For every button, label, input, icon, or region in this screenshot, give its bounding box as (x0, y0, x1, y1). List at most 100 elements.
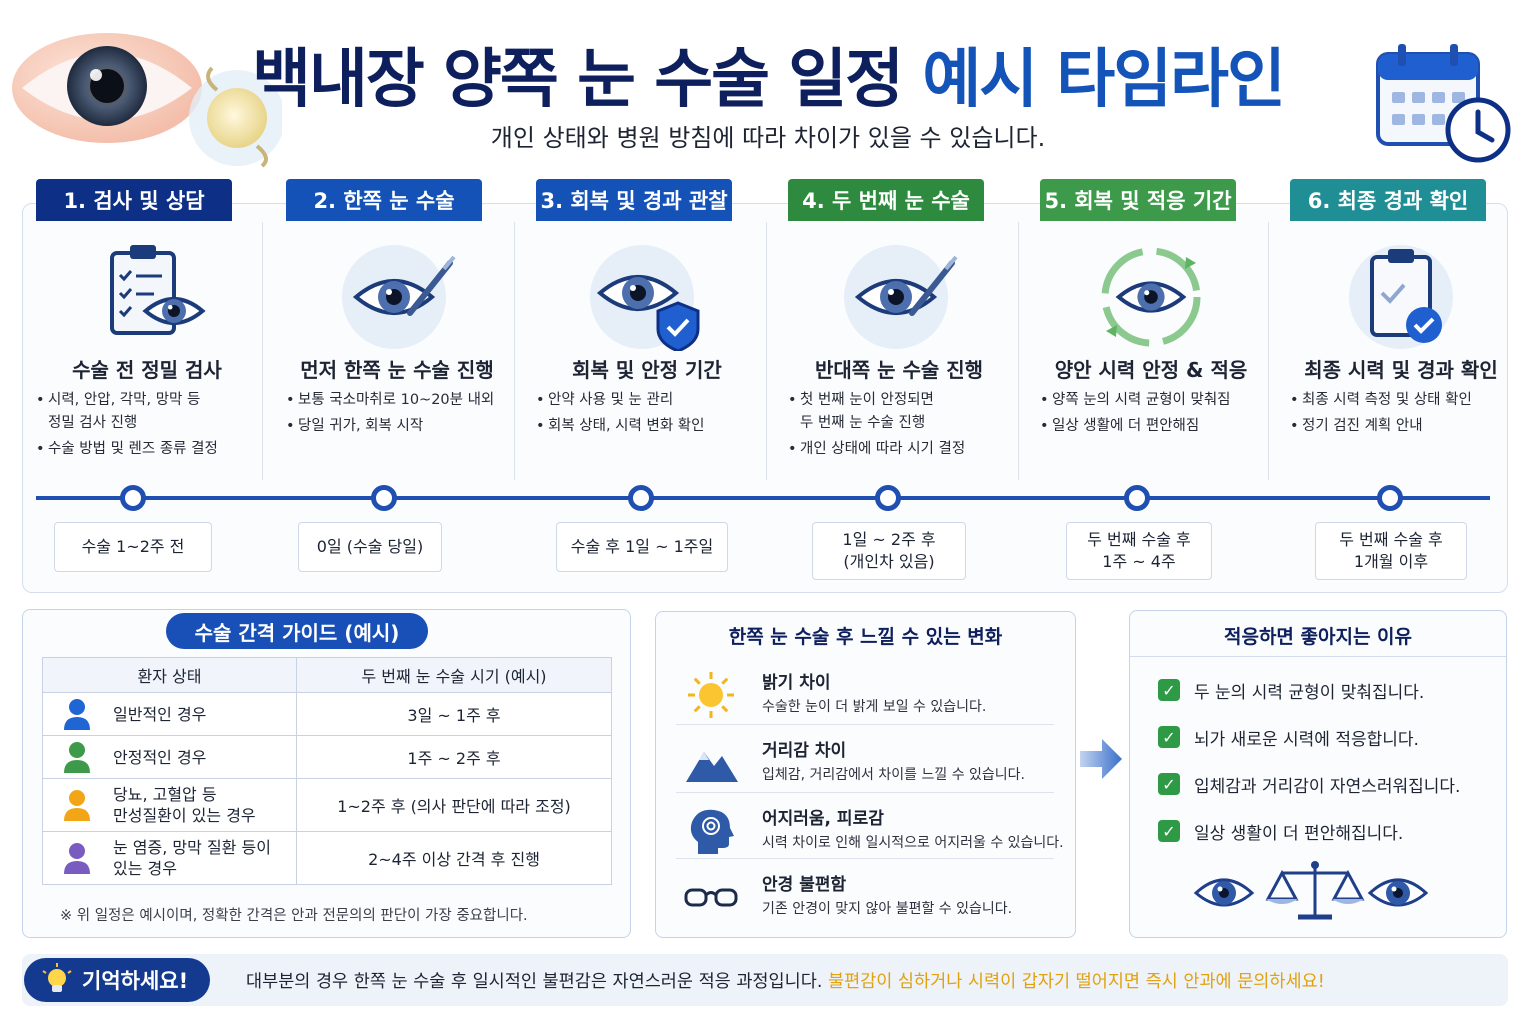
step-divider (1018, 222, 1019, 480)
change-item: 안경 불편함 기존 안경이 맞지 않아 불편할 수 있습니다. (676, 862, 1066, 928)
step-divider (262, 222, 263, 480)
patient-state: 안정적인 경우 (113, 747, 207, 767)
page-subtitle: 개인 상태와 병원 방침에 따라 차이가 있을 수 있습니다. (490, 124, 1046, 152)
patient-state: 일반적인 경우 (113, 704, 207, 724)
step-bullet: 정기 검진 계획 안내 (1290, 415, 1520, 438)
second-surgery-timing: 2~4주 이상 간격 후 진행 (296, 831, 612, 885)
check-icon: ✓ (1158, 820, 1180, 842)
person-icon (64, 699, 90, 730)
table-row: 일반적인 경우 3일 ~ 1주 후 (42, 692, 612, 736)
second-surgery-timing: 1주 ~ 2주 후 (296, 735, 612, 779)
step-tab: 4. 두 번째 눈 수술 (788, 179, 984, 221)
person-icon (64, 843, 90, 874)
step-bullet: 첫 번째 눈이 안정되면 두 번째 눈 수술 진행 (788, 389, 1018, 435)
change-title: 어지러움, 피로감 (762, 809, 884, 829)
step-heading: 반대쪽 눈 수술 진행 (814, 358, 984, 382)
second-surgery-timing: 1~2주 후 (의사 판단에 따라 조정) (296, 778, 612, 832)
change-title: 거리감 차이 (762, 741, 847, 761)
changes-title: 한쪽 눈 수술 후 느낄 수 있는 변화 (728, 626, 1003, 648)
eyes-balance-scale-icon (1193, 861, 1429, 920)
timeline-dot (875, 485, 901, 511)
step-divider (766, 222, 767, 480)
reason-item: ✓ 입체감과 거리감이 자연스러워집니다. (1158, 771, 1460, 797)
eye-surgery-icon (844, 245, 958, 349)
step-tab: 2. 한쪽 눈 수술 (286, 179, 482, 221)
person-icon (64, 790, 90, 821)
step-divider (514, 222, 515, 480)
step-bullets: 최종 시력 측정 및 상태 확인정기 검진 계획 안내 (1290, 389, 1520, 441)
timeline-dot (628, 485, 654, 511)
change-description: 시력 차이로 인해 일시적으로 어지러울 수 있습니다. (762, 835, 1064, 851)
patient-state: 눈 염증, 망막 질환 등이 있는 경우 (113, 838, 271, 878)
step-card-3: 3. 회복 및 경과 관찰 회복 및 안정 기간 안약 사용 및 눈 관리회복 … (522, 179, 772, 599)
step-bullet: 개인 상태에 따라 시기 결정 (788, 438, 1018, 461)
interval-guide-table: 환자 상태 두 번째 눈 수술 시기 (예시) 일반적인 경우 3일 ~ 1주 … (42, 657, 612, 885)
step-tab: 3. 회복 및 경과 관찰 (536, 179, 732, 221)
glasses-icon (684, 888, 738, 907)
step-bullet: 최종 시력 측정 및 상태 확인 (1290, 389, 1520, 412)
step-divider (1268, 222, 1269, 480)
step-bullets: 안약 사용 및 눈 관리회복 상태, 시력 변화 확인 (536, 389, 766, 441)
title-main: 백내장 양쪽 눈 수술 일정 (252, 43, 904, 117)
timeline-dot (1377, 485, 1403, 511)
timeline-time-label: 두 번째 수술 후 1주 ~ 4주 (1066, 522, 1212, 580)
patient-state-cell: 일반적인 경우 (42, 692, 297, 736)
timeline-time-label: 수술 1~2주 전 (54, 522, 212, 572)
step-bullet: 보통 국소마취로 10~20분 내외 (286, 389, 516, 412)
second-surgery-timing: 3일 ~ 1주 후 (296, 692, 612, 736)
change-divider (676, 724, 1054, 725)
reasons-panel (1129, 610, 1507, 938)
sun-icon (688, 672, 734, 718)
step-heading: 양안 시력 안정 & 적응 (1054, 358, 1248, 382)
mountain-icon (686, 752, 738, 782)
remember-text: 대부분의 경우 한쪽 눈 수술 후 일시적인 불편감은 자연스러운 적응 과정입… (246, 968, 1325, 993)
table-row: 안정적인 경우 1주 ~ 2주 후 (42, 735, 612, 779)
clipboard-check-icon (1349, 245, 1453, 349)
page-title: 백내장 양쪽 눈 수술 일정 예시 타임라인 (0, 28, 1536, 120)
timeline-time-label: 두 번째 수술 후 1개월 이후 (1315, 522, 1467, 580)
step-card-4: 4. 두 번째 눈 수술 반대쪽 눈 수술 진행 첫 번째 눈이 안정되면 두 … (774, 179, 1024, 599)
patient-state-cell: 눈 염증, 망막 질환 등이 있는 경우 (42, 831, 297, 885)
step-bullets: 보통 국소마취로 10~20분 내외당일 귀가, 회복 시작 (286, 389, 516, 441)
table-header-timing: 두 번째 눈 수술 시기 (예시) (296, 657, 612, 693)
check-icon: ✓ (1158, 773, 1180, 795)
step-bullets: 양쪽 눈의 시력 균형이 맞춰짐일상 생활에 더 편안해짐 (1040, 389, 1270, 441)
change-title: 안경 불편함 (762, 875, 847, 895)
step-bullet: 양쪽 눈의 시력 균형이 맞춰짐 (1040, 389, 1270, 412)
arrow-right-icon (1080, 739, 1122, 779)
timeline-time-label: 0일 (수술 당일) (298, 522, 442, 572)
step-heading: 최종 시력 및 경과 확인 (1304, 358, 1498, 382)
step-bullet: 수술 방법 및 렌즈 종류 결정 (36, 438, 266, 461)
table-row: 당뇨, 고혈압 등 만성질환이 있는 경우 1~2주 후 (의사 판단에 따라 … (42, 778, 612, 832)
change-description: 입체감, 거리감에서 차이를 느낄 수 있습니다. (762, 767, 1025, 783)
step-tab: 5. 회복 및 적응 기간 (1040, 179, 1236, 221)
remember-warning: 불편감이 심하거나 시력이 갑자기 떨어지면 즉시 안과에 문의하세요! (827, 972, 1325, 992)
reason-text: 뇌가 새로운 시력에 적응합니다. (1194, 729, 1419, 750)
eye-surgery-icon (342, 245, 456, 349)
change-item: 어지러움, 피로감 시력 차이로 인해 일시적으로 어지러울 수 있습니다. (676, 796, 1066, 862)
change-description: 기존 안경이 맞지 않아 불편할 수 있습니다. (762, 901, 1013, 917)
step-card-2: 2. 한쪽 눈 수술 먼저 한쪽 눈 수술 진행 보통 국소마취로 10~20분… (272, 179, 522, 599)
interval-guide-title: 수술 간격 가이드 (예시) (166, 613, 428, 649)
timeline-time-label: 수술 후 1일 ~ 1주일 (556, 522, 728, 572)
reason-text: 두 눈의 시력 균형이 맞춰집니다. (1194, 682, 1425, 703)
timeline-line (36, 496, 1490, 500)
reason-text: 일상 생활이 더 편안해집니다. (1194, 823, 1404, 844)
step-heading: 수술 전 정밀 검사 (72, 358, 222, 382)
step-bullet: 회복 상태, 시력 변화 확인 (536, 415, 766, 438)
check-icon: ✓ (1158, 679, 1180, 701)
reasons-divider (1130, 656, 1506, 657)
change-item: 거리감 차이 입체감, 거리감에서 차이를 느낄 수 있습니다. (676, 728, 1066, 794)
title-accent: 예시 타임라인 (922, 43, 1286, 117)
reason-text: 입체감과 거리감이 자연스러워집니다. (1194, 776, 1461, 797)
step-bullet: 일상 생활에 더 편안해짐 (1040, 415, 1270, 438)
reason-item: ✓ 두 눈의 시력 균형이 맞춰집니다. (1158, 677, 1424, 703)
step-card-5: 5. 회복 및 적응 기간 양안 시력 안정 & 적응 양쪽 눈의 시력 균형이… (1026, 179, 1276, 599)
lightbulb-icon (42, 963, 72, 992)
step-bullet: 시력, 안압, 각막, 망막 등 정밀 검사 진행 (36, 389, 266, 435)
interval-guide-note: ※ 위 일정은 예시이며, 정확한 간격은 안과 전문의의 판단이 가장 중요합… (60, 908, 528, 924)
dizzy-head-icon (690, 809, 734, 854)
eye-with-lens-illustration (12, 33, 282, 168)
patient-state: 당뇨, 고혈압 등 만성질환이 있는 경우 (113, 785, 256, 825)
step-bullet: 안약 사용 및 눈 관리 (536, 389, 766, 412)
